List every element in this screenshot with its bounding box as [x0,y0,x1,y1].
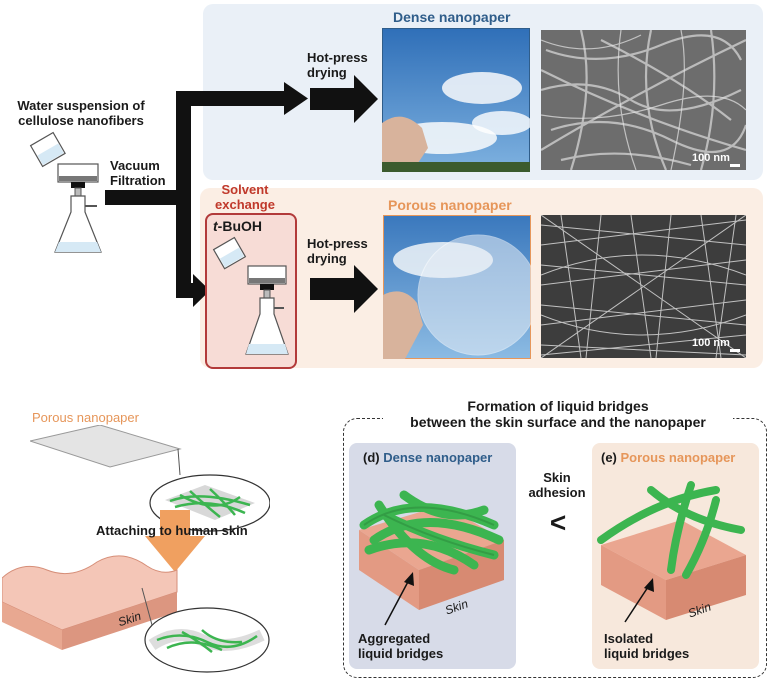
dense-sem-image [541,30,746,170]
dense-fiber-illustration [354,470,514,630]
attaching-to-human-skin-label: Attaching to human skin [96,523,248,538]
scale-bar-top-mark [730,164,740,167]
dense-nanopaper-photo [382,28,530,172]
porous-nanopaper-photo [383,215,531,359]
aggregated-pointer-arrow [380,570,420,630]
scale-bar-bottom-mark [730,349,740,352]
scale-bar-bottom: 100 nm [692,336,730,351]
filtration-flask-icon [25,130,110,265]
porous-nanopaper-label: Porous nanopaper [32,410,139,425]
isolated-pointer-arrow [620,576,660,626]
panel-d-title: (d) Dense nanopaper [363,450,492,465]
less-than-symbol: < [538,508,578,538]
tbuoh-flask-icon [210,232,290,364]
scale-bar-top: 100 nm [692,151,730,166]
panel-e-title: (e) Porous nanopaper [601,450,735,465]
